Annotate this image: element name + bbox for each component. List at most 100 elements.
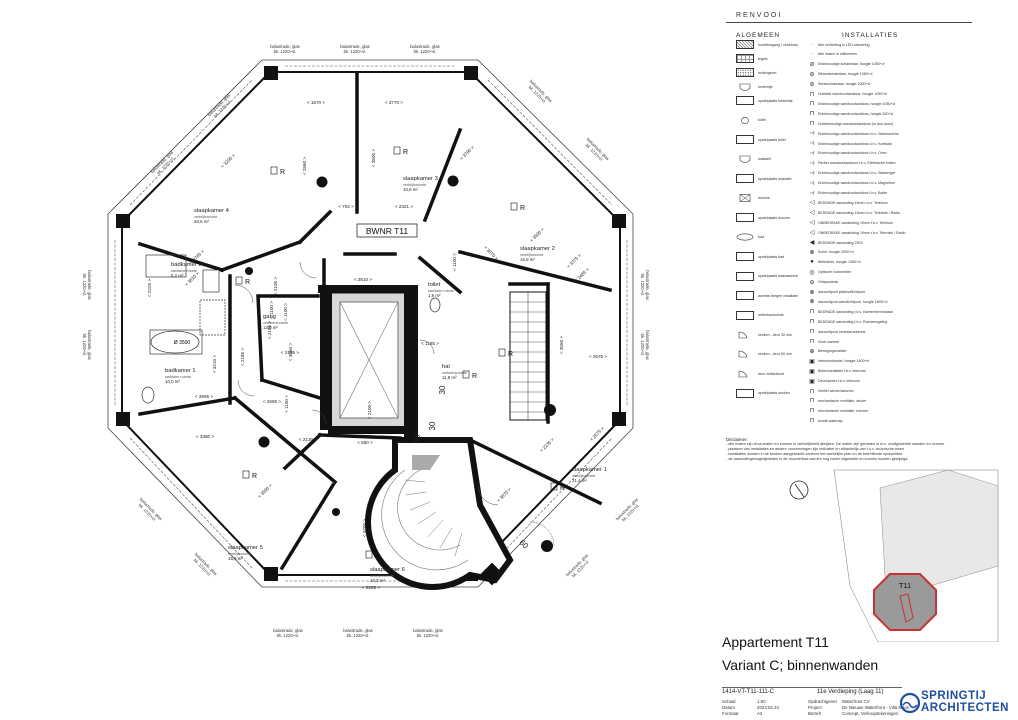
legend-label: Enkelvoudige wandcontactdoos t.b.v. Boil… <box>818 191 888 195</box>
legend-symbol-icon: ⊓ <box>809 418 815 425</box>
dimension-value: < 2100 > <box>367 401 372 419</box>
legend-symbol-icon: ⊣ <box>809 150 815 157</box>
legend-item: ⊣Enkelvoudige wandcontactdoos t.b.v. Boi… <box>806 189 978 198</box>
dimension-value: < 3770 > <box>385 100 403 105</box>
room-name: hal <box>442 364 450 370</box>
floor-plan: BWNR T11 slaapkamer 3verblijfsruimte10,8… <box>82 44 650 638</box>
legend-label: koude watertap <box>818 418 843 423</box>
legend-symbol-icon: ⊣ <box>809 170 815 177</box>
location-unit-label: T11 <box>899 581 911 590</box>
legend-item: ⊕Bewegingsmelder <box>806 347 978 356</box>
legend-symbol-icon: ⊣ <box>809 141 815 147</box>
legend-label: Aansluitpunt plafond/lichtpunt <box>818 290 865 294</box>
legend-item: keuken - deur 60 min <box>732 350 798 359</box>
legend-item: opstelplaats douche <box>732 213 798 222</box>
disclaimer: Disclaimer: - alle maten zijn circa-mate… <box>726 437 976 462</box>
legend-col-installations: INSTALLATIES <box>842 32 899 39</box>
room-name: gang <box>263 314 276 320</box>
drawing-code: 1414-VT-T11-111-C <box>722 689 775 695</box>
room-name: slaapkamer 4 <box>194 208 230 214</box>
dimension-value: < 1100 > <box>452 253 457 271</box>
room-sub: verblijfsruimte <box>370 574 393 578</box>
legend-symbol-icon: ◀ <box>809 240 815 246</box>
dimension-value: < 3210 > <box>212 355 217 373</box>
dimension-value: < 1185 > <box>421 341 439 346</box>
architect-logo: SPRINGTIJ ARCHITECTEN <box>900 688 1018 718</box>
disclaimer-title: Disclaimer: <box>726 437 748 442</box>
legend-label: Enkelvoudige wandcontactdoos t.b.v. Magn… <box>818 181 896 186</box>
dimension-value: < 3790 > <box>459 145 476 162</box>
dimension-value: < 1670 > <box>307 100 325 105</box>
legend-label: BEDRADE aansluiting 19mm t.b.v. Telefoon <box>818 200 888 205</box>
legend-item: ⊓Dubbelvoudige wandcontactdoos (in duo-d… <box>806 119 978 128</box>
legend-label: Bewegingsmelder <box>818 349 847 354</box>
dimension-value: 30 <box>428 421 437 430</box>
balustrade-label: bk. 1220+vl. <box>344 49 367 54</box>
legend-item: ⊗Aansluitpunt plafond/lichtpunt <box>806 288 978 297</box>
legend-item: opstelplaats bad <box>732 252 798 261</box>
dimension-value: 60 <box>517 538 530 551</box>
room-sub: sanitaire ruimte <box>428 289 454 293</box>
legend-label: buitengevel <box>758 70 777 75</box>
legend-item: keuken - deur 30 min <box>732 330 798 339</box>
legend-label: Enkelvoudige schakelaar, hoogte 1050+vl <box>818 62 885 67</box>
legend-item: hoofdtoegang / vluchtweg <box>732 40 798 49</box>
drawing-subtitle: Variant C; binnenwanden <box>722 657 879 673</box>
legend-label: Intercomtoestel, hoogte 1400+vl <box>818 359 870 364</box>
legend-symbol-icon: ⊖ <box>809 279 815 286</box>
legend-item: ◁ONBEDRADE aansluiting 19mm t.b.v. Telef… <box>806 218 978 227</box>
logo-text-line2: ARCHITECTEN <box>921 702 1009 714</box>
legend-label: warmte-bergen installatie <box>758 293 798 298</box>
dimension-value: < 650 > <box>357 440 373 445</box>
dimension-value: < 5285 > <box>362 585 380 590</box>
legend-symbol-icon <box>732 54 758 63</box>
legend-item: ⊓Vloer warmte <box>806 337 978 346</box>
legend-item: ◀BEDRADE aansluiting 230V <box>806 238 978 247</box>
legend-item: ⊓mechanische ventilatie, afvoer <box>806 396 978 405</box>
room-area: 10,0 m² <box>165 379 180 384</box>
dimension-value: < 2675 > <box>589 426 606 443</box>
legend-symbol-icon: ● <box>810 259 814 266</box>
legend-item: ⊓BEDRADE aansluiting t.b.v. Kamerthermos… <box>806 307 978 316</box>
dimension-value: < 2610 > <box>354 277 372 282</box>
bwnr-box: BWNR T11 <box>356 223 418 238</box>
socket-icon <box>270 166 278 175</box>
legend-symbol-icon <box>732 83 758 91</box>
legend-label: Enkelvoudige wandcontactdoos t.b.v. Wasd… <box>818 171 896 176</box>
balustrade-label: balustrade, glas <box>87 330 92 360</box>
dimension-value: < 2321 > <box>395 204 413 209</box>
room-area: 1,9 m² <box>428 293 441 298</box>
legend-item: opstelplaats wasmachine / wasdroger <box>732 271 798 281</box>
legend-label: toilet <box>758 118 766 122</box>
structural-columns <box>245 175 556 552</box>
legend-item: ·Alle maten in millimeters <box>806 50 978 59</box>
room-name: slaapkamer 6 <box>370 567 405 573</box>
legend-symbol-icon: ⊗ <box>809 249 815 256</box>
legend-symbol-icon: ⊓ <box>809 309 815 316</box>
legend-item: opstelplaats keuken <box>732 388 798 398</box>
legend-symbol-icon: ⊓ <box>809 101 815 108</box>
legend-symbol-icon: ⊣ <box>809 131 815 138</box>
socket-icon <box>550 482 558 491</box>
balustrade-label: balustrade, glas <box>413 628 443 633</box>
floor-level: 11e Verdieping (Laag 11) <box>817 689 884 695</box>
balustrade-label: bk. 1220+vl. <box>347 633 370 638</box>
dimension-value: < 1100 > <box>283 303 288 321</box>
radiator-marker: R <box>375 553 380 560</box>
balustrade-label: bk. 1220+vl. <box>640 334 645 357</box>
radiator-marker: R <box>252 473 257 480</box>
dimension-value: < 2105 > <box>273 277 278 295</box>
dimension-value: < 2185 > <box>240 348 245 366</box>
meta-value: 1:50 <box>757 699 766 704</box>
legend-symbol-icon: ⊓ <box>809 339 815 345</box>
legend-label: Enkelvoudige wandcontactdoos, hoogte 300… <box>818 111 894 116</box>
legend-label: Aansluitpunt centraal antenne <box>818 329 866 334</box>
core-shaft <box>318 285 418 440</box>
legend-item: ▣Belleninstallatie t.b.v. intercom <box>806 367 978 376</box>
legend-rule <box>726 22 972 23</box>
door-swings <box>234 261 555 547</box>
socket-icon <box>242 470 250 479</box>
legend-item: bad <box>732 233 798 242</box>
legend-item: ⊗Schel, hoogte 2000+vl <box>806 248 978 257</box>
